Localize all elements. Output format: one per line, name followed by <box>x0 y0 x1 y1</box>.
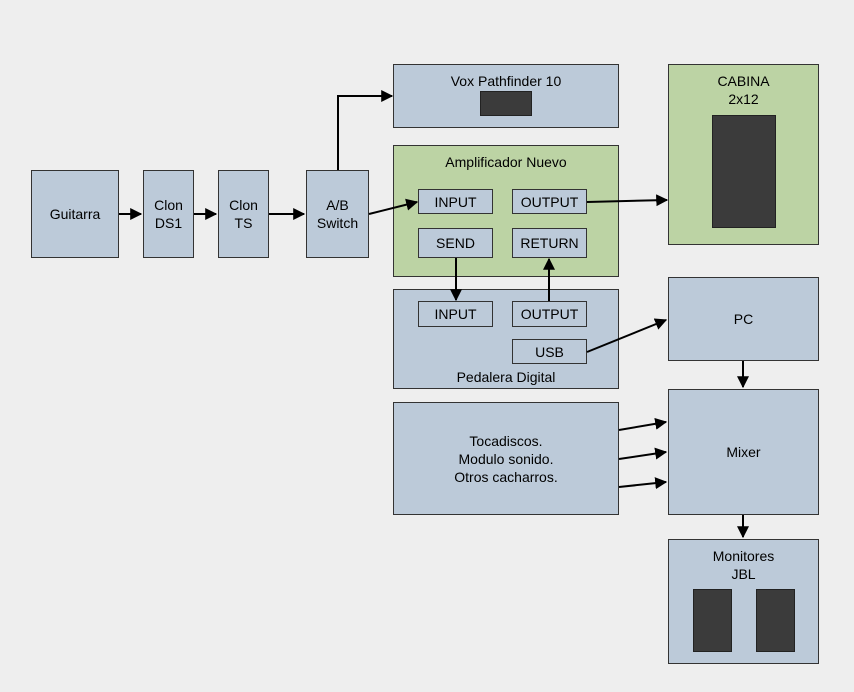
amp-return-label: RETURN <box>520 235 579 251</box>
pc-label: PC <box>733 311 754 327</box>
ped-output-label: OUTPUT <box>520 306 579 322</box>
ped-usb-port: USB <box>512 339 587 364</box>
vox-pathfinder-label: Vox Pathfinder 10 <box>450 73 562 89</box>
arrow-otros-mixer-3 <box>618 477 668 490</box>
vox-speaker-icon <box>480 91 532 116</box>
clon-ts-box: Clon TS <box>218 170 269 258</box>
clon-ts-label: Clon TS <box>229 197 258 231</box>
clon-ds1-label: Clon DS1 <box>154 197 183 231</box>
cabina-label: CABINA 2x12 <box>717 73 770 107</box>
mixer-box: Mixer <box>668 389 819 515</box>
ab-switch-box: A/B Switch <box>306 170 369 258</box>
otros-cacharros-label: Tocadiscos. Modulo sonido. Otros cacharr… <box>454 432 558 485</box>
ped-output-port: OUTPUT <box>512 301 587 327</box>
guitarra-label: Guitarra <box>49 206 101 222</box>
amp-output-label: OUTPUT <box>520 193 579 210</box>
arrow-amp-output-cabina <box>586 194 669 207</box>
arrow-usb-pc <box>586 318 668 353</box>
clon-ds1-box: Clon DS1 <box>143 170 194 258</box>
amp-output-port: OUTPUT <box>512 189 587 214</box>
monitor-left-speaker-icon <box>693 589 732 652</box>
ped-input-port: INPUT <box>418 301 493 327</box>
ped-input-label: INPUT <box>434 306 477 322</box>
arrow-ab-amp-input <box>368 198 419 215</box>
amp-send-label: SEND <box>436 235 475 251</box>
arrow-ab-vox <box>337 90 394 170</box>
amplificador-label: Amplificador Nuevo <box>445 154 567 170</box>
arrow-otros-mixer-2 <box>618 447 668 460</box>
amp-send-port: SEND <box>418 228 493 258</box>
ab-switch-label: A/B Switch <box>316 197 359 231</box>
monitores-label: Monitores JBL <box>712 548 775 582</box>
monitor-right-speaker-icon <box>756 589 795 652</box>
arrow-otros-mixer-1 <box>618 417 668 431</box>
pedalera-label: Pedalera Digital <box>456 369 556 385</box>
ped-usb-label: USB <box>535 343 564 360</box>
cabina-speaker-icon <box>712 115 776 228</box>
pc-box: PC <box>668 277 819 361</box>
amp-return-port: RETURN <box>512 228 587 258</box>
otros-cacharros-box: Tocadiscos. Modulo sonido. Otros cacharr… <box>393 402 619 515</box>
mixer-label: Mixer <box>726 444 761 460</box>
guitarra-box: Guitarra <box>31 170 119 258</box>
amp-input-label: INPUT <box>434 193 477 210</box>
amp-input-port: INPUT <box>418 189 493 214</box>
